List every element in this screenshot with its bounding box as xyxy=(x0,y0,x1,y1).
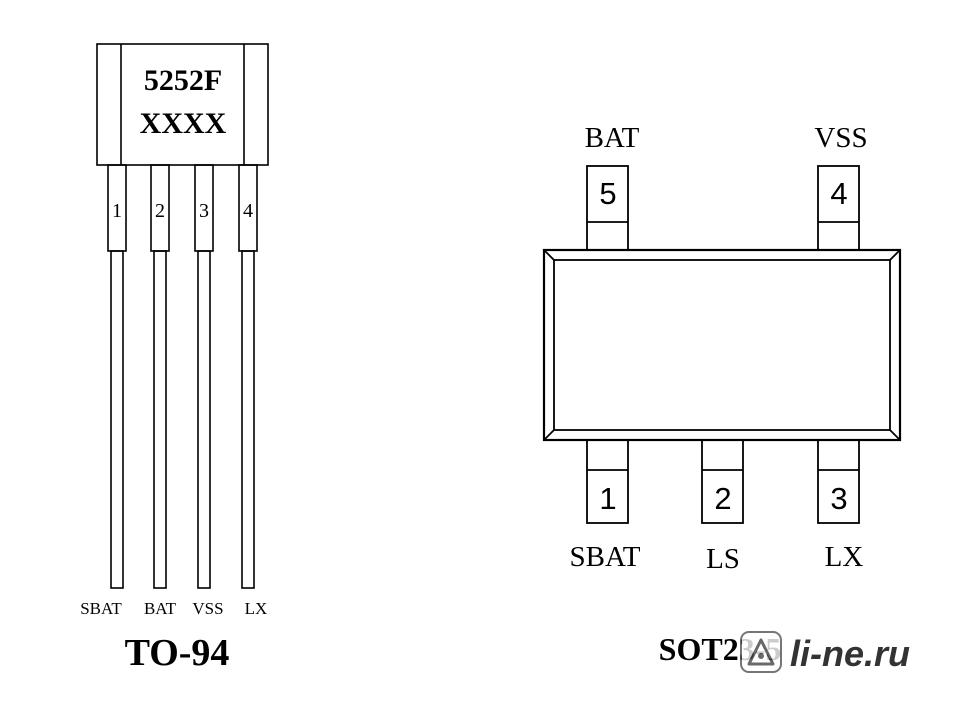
to94-pin-number-3: 3 xyxy=(199,200,209,222)
sot23-pin-label-3: LX xyxy=(825,541,864,573)
to94-package xyxy=(96,43,269,589)
sot23-pin-label-1: SBAT xyxy=(570,541,641,573)
to94-package-name: TO-94 xyxy=(125,632,230,674)
to94-lead-4 xyxy=(238,164,258,589)
to94-pin-label-3: VSS xyxy=(192,599,223,618)
sot23-pin-number-2: 2 xyxy=(714,481,731,516)
to94-lead-3 xyxy=(194,164,214,589)
watermark-logo-icon xyxy=(740,631,782,673)
to94-body xyxy=(96,43,269,166)
watermark: li-ne.ru xyxy=(740,631,910,674)
sot23-pin-4 xyxy=(817,165,860,251)
sot23-pin-number-3: 3 xyxy=(830,481,847,516)
to94-pin-label-4: LX xyxy=(245,599,268,618)
to94-lead-2 xyxy=(150,164,170,589)
sot23-pin-number-5: 5 xyxy=(599,176,616,211)
sot23-body-outer xyxy=(542,248,902,442)
sot23-pin-1 xyxy=(586,439,629,524)
sot23-pin-label-2: LS xyxy=(706,543,740,575)
sot23-pin-3 xyxy=(817,439,860,524)
to94-lead-1 xyxy=(107,164,127,589)
to94-pin-label-1: SBAT xyxy=(80,599,122,618)
to94-pin-label-2: BAT xyxy=(144,599,177,618)
to94-pin-number-4: 4 xyxy=(243,200,253,222)
to94-pin-number-1: 1 xyxy=(112,200,122,222)
to94-pin-number-2: 2 xyxy=(155,200,165,222)
sot23-pin-number-4: 4 xyxy=(830,176,847,211)
sot23-pin-label-5: BAT xyxy=(585,122,640,154)
sot23-package xyxy=(542,165,902,524)
sot23-pin-2 xyxy=(701,439,744,524)
sot23-body-inner xyxy=(553,259,891,431)
sot23-pin-5 xyxy=(586,165,629,251)
to94-marking-line2: XXXX xyxy=(140,107,227,140)
sot23-pin-label-4: VSS xyxy=(814,122,867,154)
to94-marking-line1: 5252F xyxy=(144,64,222,97)
watermark-text: li-ne.ru xyxy=(790,633,910,674)
sot23-pin-number-1: 1 xyxy=(599,481,616,516)
